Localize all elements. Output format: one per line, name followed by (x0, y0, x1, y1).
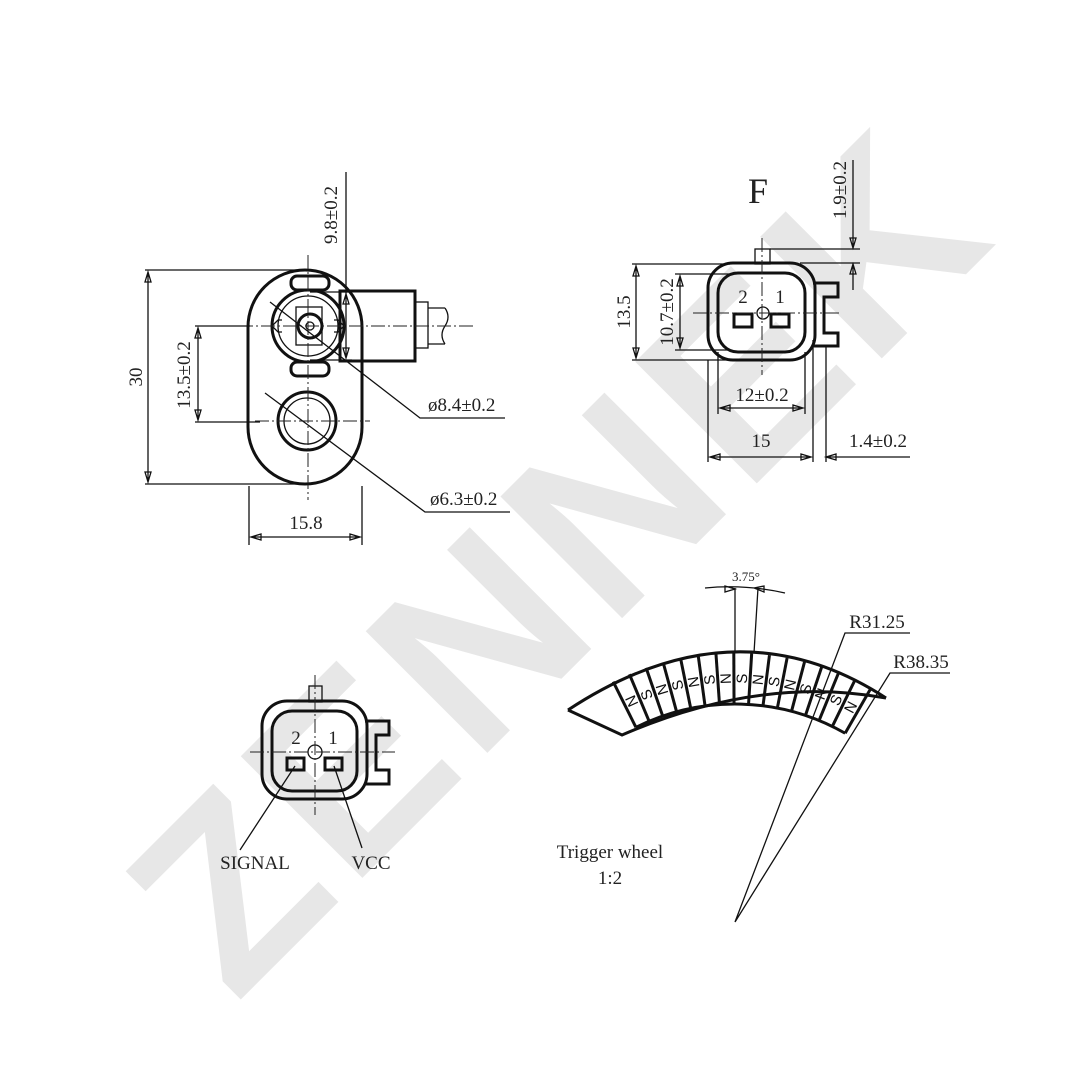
pin-2 (732, 312, 754, 329)
pole-divider (714, 653, 722, 705)
dim-connector-diameter: ø8.4±0.2 (428, 395, 495, 416)
dim-latch: 1.4±0.2 (849, 431, 907, 452)
north-pole-label: N (781, 678, 800, 692)
dim-width: 15.8 (289, 513, 322, 534)
dim-inner-height: 10.7±0.2 (657, 278, 678, 345)
north-pole-label: N (750, 673, 768, 685)
south-pole-label: S (669, 678, 688, 692)
pole-divider (644, 667, 665, 717)
pitch-angle-label: 3.75° (732, 569, 760, 584)
dim-inner-width: 12±0.2 (735, 385, 788, 406)
dim-pitch: 13.5±0.2 (174, 341, 195, 408)
connector-view-f: F 2 1 13.5 10.7±0.2 12±0.2 15 1.4±0.2 1.… (614, 160, 910, 462)
dim-height: 13.5 (614, 295, 635, 328)
pole-divider (628, 673, 651, 722)
pole-divider (679, 658, 693, 709)
pole-divider (804, 666, 824, 716)
pole-divider (843, 688, 872, 735)
watermark-text: ZENNEK (76, 76, 1043, 1043)
pole-divider (661, 662, 679, 713)
pole-divider (775, 657, 789, 709)
pole-divider (761, 654, 771, 706)
outer-radius-label: R38.35 (893, 652, 948, 673)
south-pole-label: S (766, 675, 784, 688)
dim-hole-diameter: ø6.3±0.2 (430, 489, 497, 510)
pin-1-label: 1 (328, 728, 338, 749)
pole-divider (611, 681, 638, 728)
vcc-pin (323, 756, 344, 772)
pole-divider (747, 653, 754, 705)
wheel-inner-arc (635, 702, 846, 735)
south-pole-label: S (701, 674, 719, 686)
north-pole-label: N (718, 673, 735, 684)
trigger-wheel-title: Trigger wheel (557, 842, 663, 863)
north-pole-label: N (685, 675, 704, 689)
watermark-logo: ZENNEK (76, 76, 1043, 1043)
pole-divider (696, 655, 707, 707)
pin-2-label: 2 (291, 728, 301, 749)
connector-pinout: 2 1 SIGNAL VCC (220, 675, 395, 874)
south-pole-label: S (734, 673, 751, 683)
view-label: F (748, 171, 768, 211)
signal-pin (285, 756, 306, 772)
south-pole-label: S (797, 682, 816, 696)
dim-width-15: 15 (752, 431, 771, 452)
pole-divider (817, 672, 840, 722)
dim-tab: 1.9±0.2 (830, 161, 851, 219)
pin-1-label: 1 (775, 287, 785, 308)
dim-offset: 9.8±0.2 (321, 186, 342, 244)
pole-divider (790, 661, 806, 712)
pole-divider (830, 679, 857, 728)
vcc-label: VCC (351, 853, 390, 874)
wheel-outer-arc (567, 650, 887, 712)
dim-height-30: 30 (126, 368, 147, 387)
north-pole-label: N (841, 699, 861, 717)
pin-2-label: 2 (738, 287, 748, 308)
pin-1 (769, 312, 791, 329)
sensor-side-view: 30 13.5±0.2 9.8±0.2 ø8.4±0.2 ø6.3±0.2 15… (126, 172, 510, 545)
signal-label: SIGNAL (220, 853, 290, 874)
north-pole-label: N (653, 682, 672, 697)
inner-radius-label: R31.25 (849, 612, 904, 633)
trigger-wheel-scale: 1:2 (598, 868, 622, 889)
